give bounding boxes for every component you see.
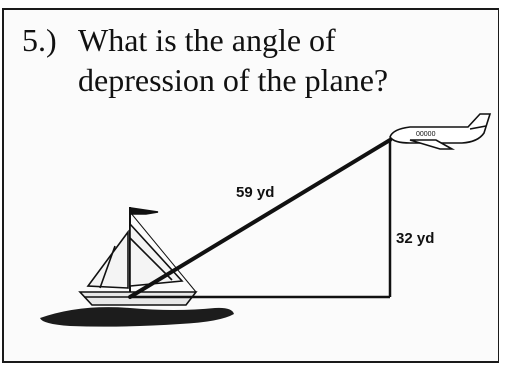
question-text-line-2: depression of the plane? (78, 62, 389, 98)
airplane-icon: 00000 (389, 113, 492, 150)
plane-windows: 00000 (416, 131, 436, 138)
sailboat-icon (78, 207, 198, 306)
water-shadow (40, 307, 234, 327)
hypotenuse-line (128, 138, 392, 299)
question-text-line-1: What is the angle of (78, 22, 336, 58)
hypotenuse-label: 59 yd (236, 184, 274, 201)
question-number: 5.) (22, 22, 57, 58)
vertical-leg-label: 32 yd (396, 230, 434, 247)
problem-frame (2, 8, 499, 363)
